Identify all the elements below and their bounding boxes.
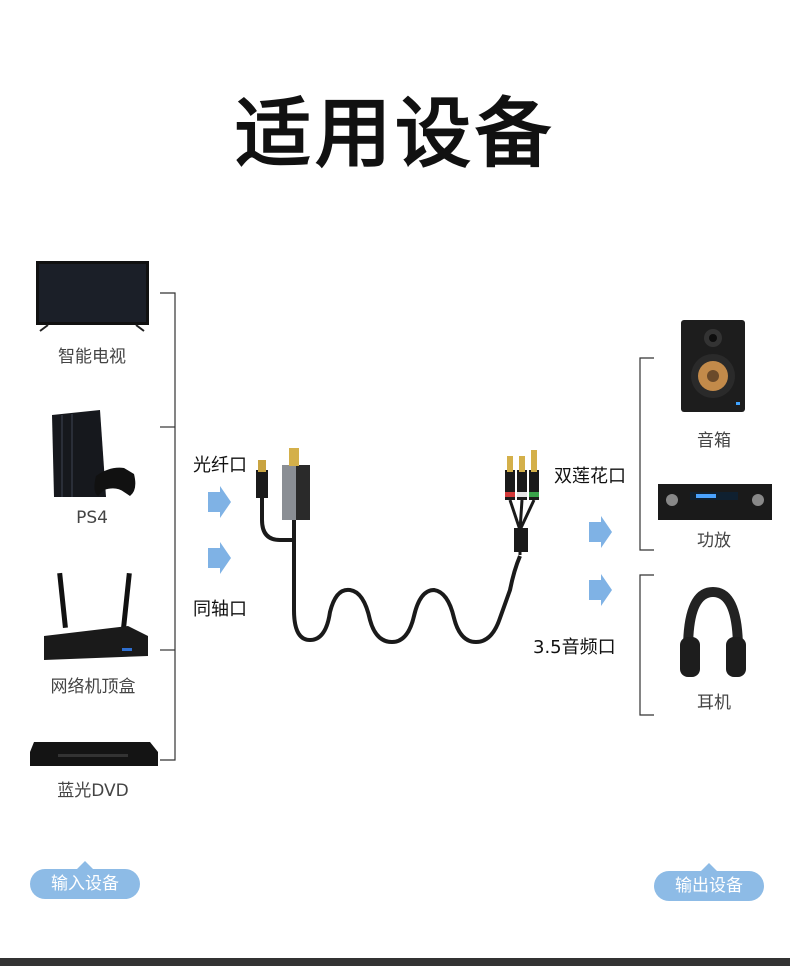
bottom-divider [0,958,790,966]
tv-icon [36,261,149,332]
output-bracket-bottom [639,574,654,716]
output-bracket-top [639,357,654,551]
page-title: 适用设备 [235,89,555,178]
arrow-icon [208,542,231,574]
input-bracket [160,292,176,761]
output-device-label: 功放 [697,531,731,551]
game-console-icon [52,410,136,497]
input-device-label: 智能电视 [58,347,126,367]
input-device-label: 网络机顶盒 [50,677,136,697]
headphones-icon [680,586,746,677]
output-device-label: 音箱 [697,431,731,451]
input-device-label: 蓝光DVD [57,781,129,801]
arrow-icon [589,574,612,606]
amplifier-icon [658,484,772,520]
input-devices-tag: 输入设备 [30,861,140,899]
optical-port-label: 光纤口 [193,455,247,476]
input-device-label: PS4 [76,508,108,528]
speaker-icon [681,320,745,412]
converter-cable-icon [256,448,539,645]
output-devices-tag: 输出设备 [654,863,764,901]
output-device-label: 耳机 [697,693,731,713]
coaxial-port-label: 同轴口 [193,599,247,620]
router-icon [44,572,148,660]
arrow-icon [208,486,231,518]
dvd-player-icon [30,742,158,766]
dual-rca-port-label: 双莲花口 [554,466,626,487]
aux-port-label: 3.5音频口 [533,637,616,658]
arrow-icon [589,516,612,548]
